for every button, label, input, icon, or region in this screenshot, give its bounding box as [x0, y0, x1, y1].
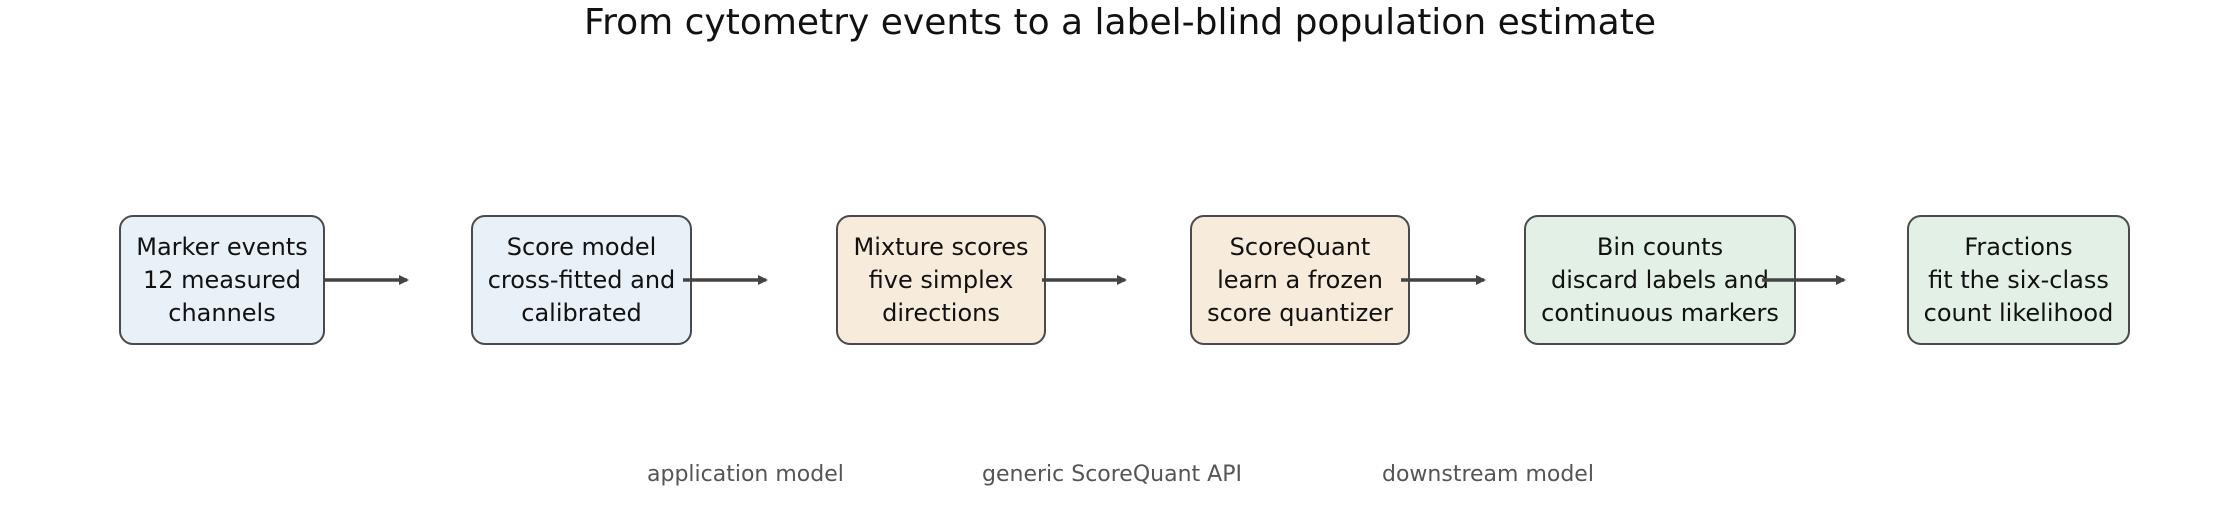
stage-label-line: ScoreQuant [1229, 232, 1371, 261]
stage-label-line: five simplex [868, 265, 1014, 294]
stage-label-line: continuous markers [1541, 298, 1779, 327]
stage-label-line: Score model [506, 232, 657, 261]
stage-label-line: Mixture scores [853, 232, 1029, 261]
stage-label-line: score quantizer [1207, 298, 1393, 327]
stage-label-line: discard labels and [1551, 265, 1769, 294]
stage-label-line: Fractions [1964, 232, 2073, 261]
diagram-title: From cytometry events to a label-blind p… [583, 2, 1657, 43]
stage-label-line: Marker events [136, 232, 308, 261]
group-label-application: application model [647, 462, 844, 487]
group-label-downstream: downstream model [1382, 462, 1594, 487]
stage-label-line: count likelihood [1923, 298, 2114, 327]
stage-scorequant: ScoreQuant learn a frozen score quantize… [1190, 215, 1410, 345]
stage-label-line: fit the six-class [1928, 265, 2109, 294]
group-label-generic: generic ScoreQuant API [982, 462, 1242, 487]
stage-score-model: Score model cross-fitted and calibrated [471, 215, 692, 345]
stage-label-line: Bin counts [1596, 232, 1724, 261]
stage-bin-counts: Bin counts discard labels and continuous… [1524, 215, 1796, 345]
stage-fractions: Fractions fit the six-class count likeli… [1907, 215, 2130, 345]
stage-label-line: channels [168, 298, 276, 327]
stage-label-line: cross-fitted and [487, 265, 676, 294]
stage-label-line: 12 measured [142, 265, 302, 294]
stage-mixture-scores: Mixture scores five simplex directions [836, 215, 1046, 345]
stage-label-line: directions [882, 298, 1000, 327]
stage-label-line: learn a frozen [1217, 265, 1383, 294]
stage-label-line: calibrated [521, 298, 642, 327]
stage-marker-events: Marker events 12 measured channels [119, 215, 325, 345]
